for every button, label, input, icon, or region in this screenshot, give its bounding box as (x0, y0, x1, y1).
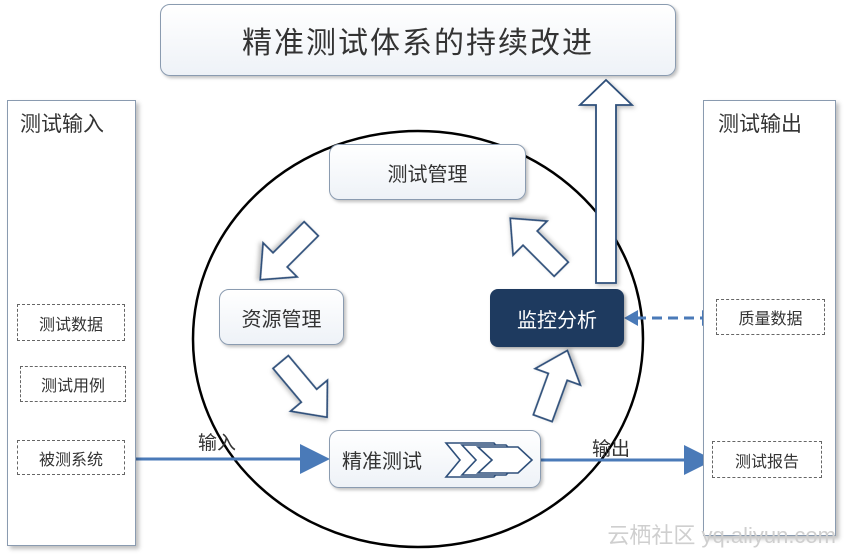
input-item-label: 测试数据 (38, 314, 103, 334)
arrow-precise-to-monitor (532, 349, 582, 423)
input-edge-label: 输入 (198, 432, 237, 454)
output-edge-label: 输出 (592, 438, 631, 460)
output-item-test-report: 测试报告 (712, 441, 822, 478)
node-label: 测试管理 (387, 161, 468, 186)
output-item-label: 质量数据 (738, 309, 803, 328)
precise-testing-chevrons (444, 442, 534, 478)
output-item-label: 测试报告 (734, 451, 799, 471)
diagram-title: 精准测试体系的持续改进 (242, 26, 594, 61)
cycle-circle (191, 129, 645, 549)
input-item-system-under-test: 被测系统 (17, 440, 125, 475)
watermark: 云栖社区 yq.aliyun.com (607, 523, 836, 548)
improvement-up-arrow (577, 78, 635, 284)
arrow-management-to-resource (259, 220, 320, 281)
output-item-quality-data: 质量数据 (716, 299, 825, 335)
arrow-monitor-to-management (509, 217, 570, 278)
node-resource-management: 资源管理 (219, 289, 344, 345)
node-label: 监控分析 (517, 307, 597, 332)
node-label: 精准测试 (342, 448, 422, 473)
input-item-test-cases: 测试用例 (20, 366, 126, 402)
arrow-resource-to-precise (271, 354, 329, 419)
input-panel-title: 测试输入 (20, 112, 104, 136)
quality-link-head-left (624, 310, 638, 326)
node-test-management: 测试管理 (329, 144, 526, 200)
input-item-test-data: 测试数据 (17, 304, 125, 341)
diagram-title-box: 精准测试体系的持续改进 (160, 4, 676, 76)
input-item-label: 被测系统 (38, 449, 103, 469)
node-monitor-analysis: 监控分析 (490, 289, 624, 347)
input-item-label: 测试用例 (40, 376, 105, 395)
node-label: 资源管理 (241, 306, 322, 331)
output-panel-title: 测试输出 (718, 112, 802, 136)
